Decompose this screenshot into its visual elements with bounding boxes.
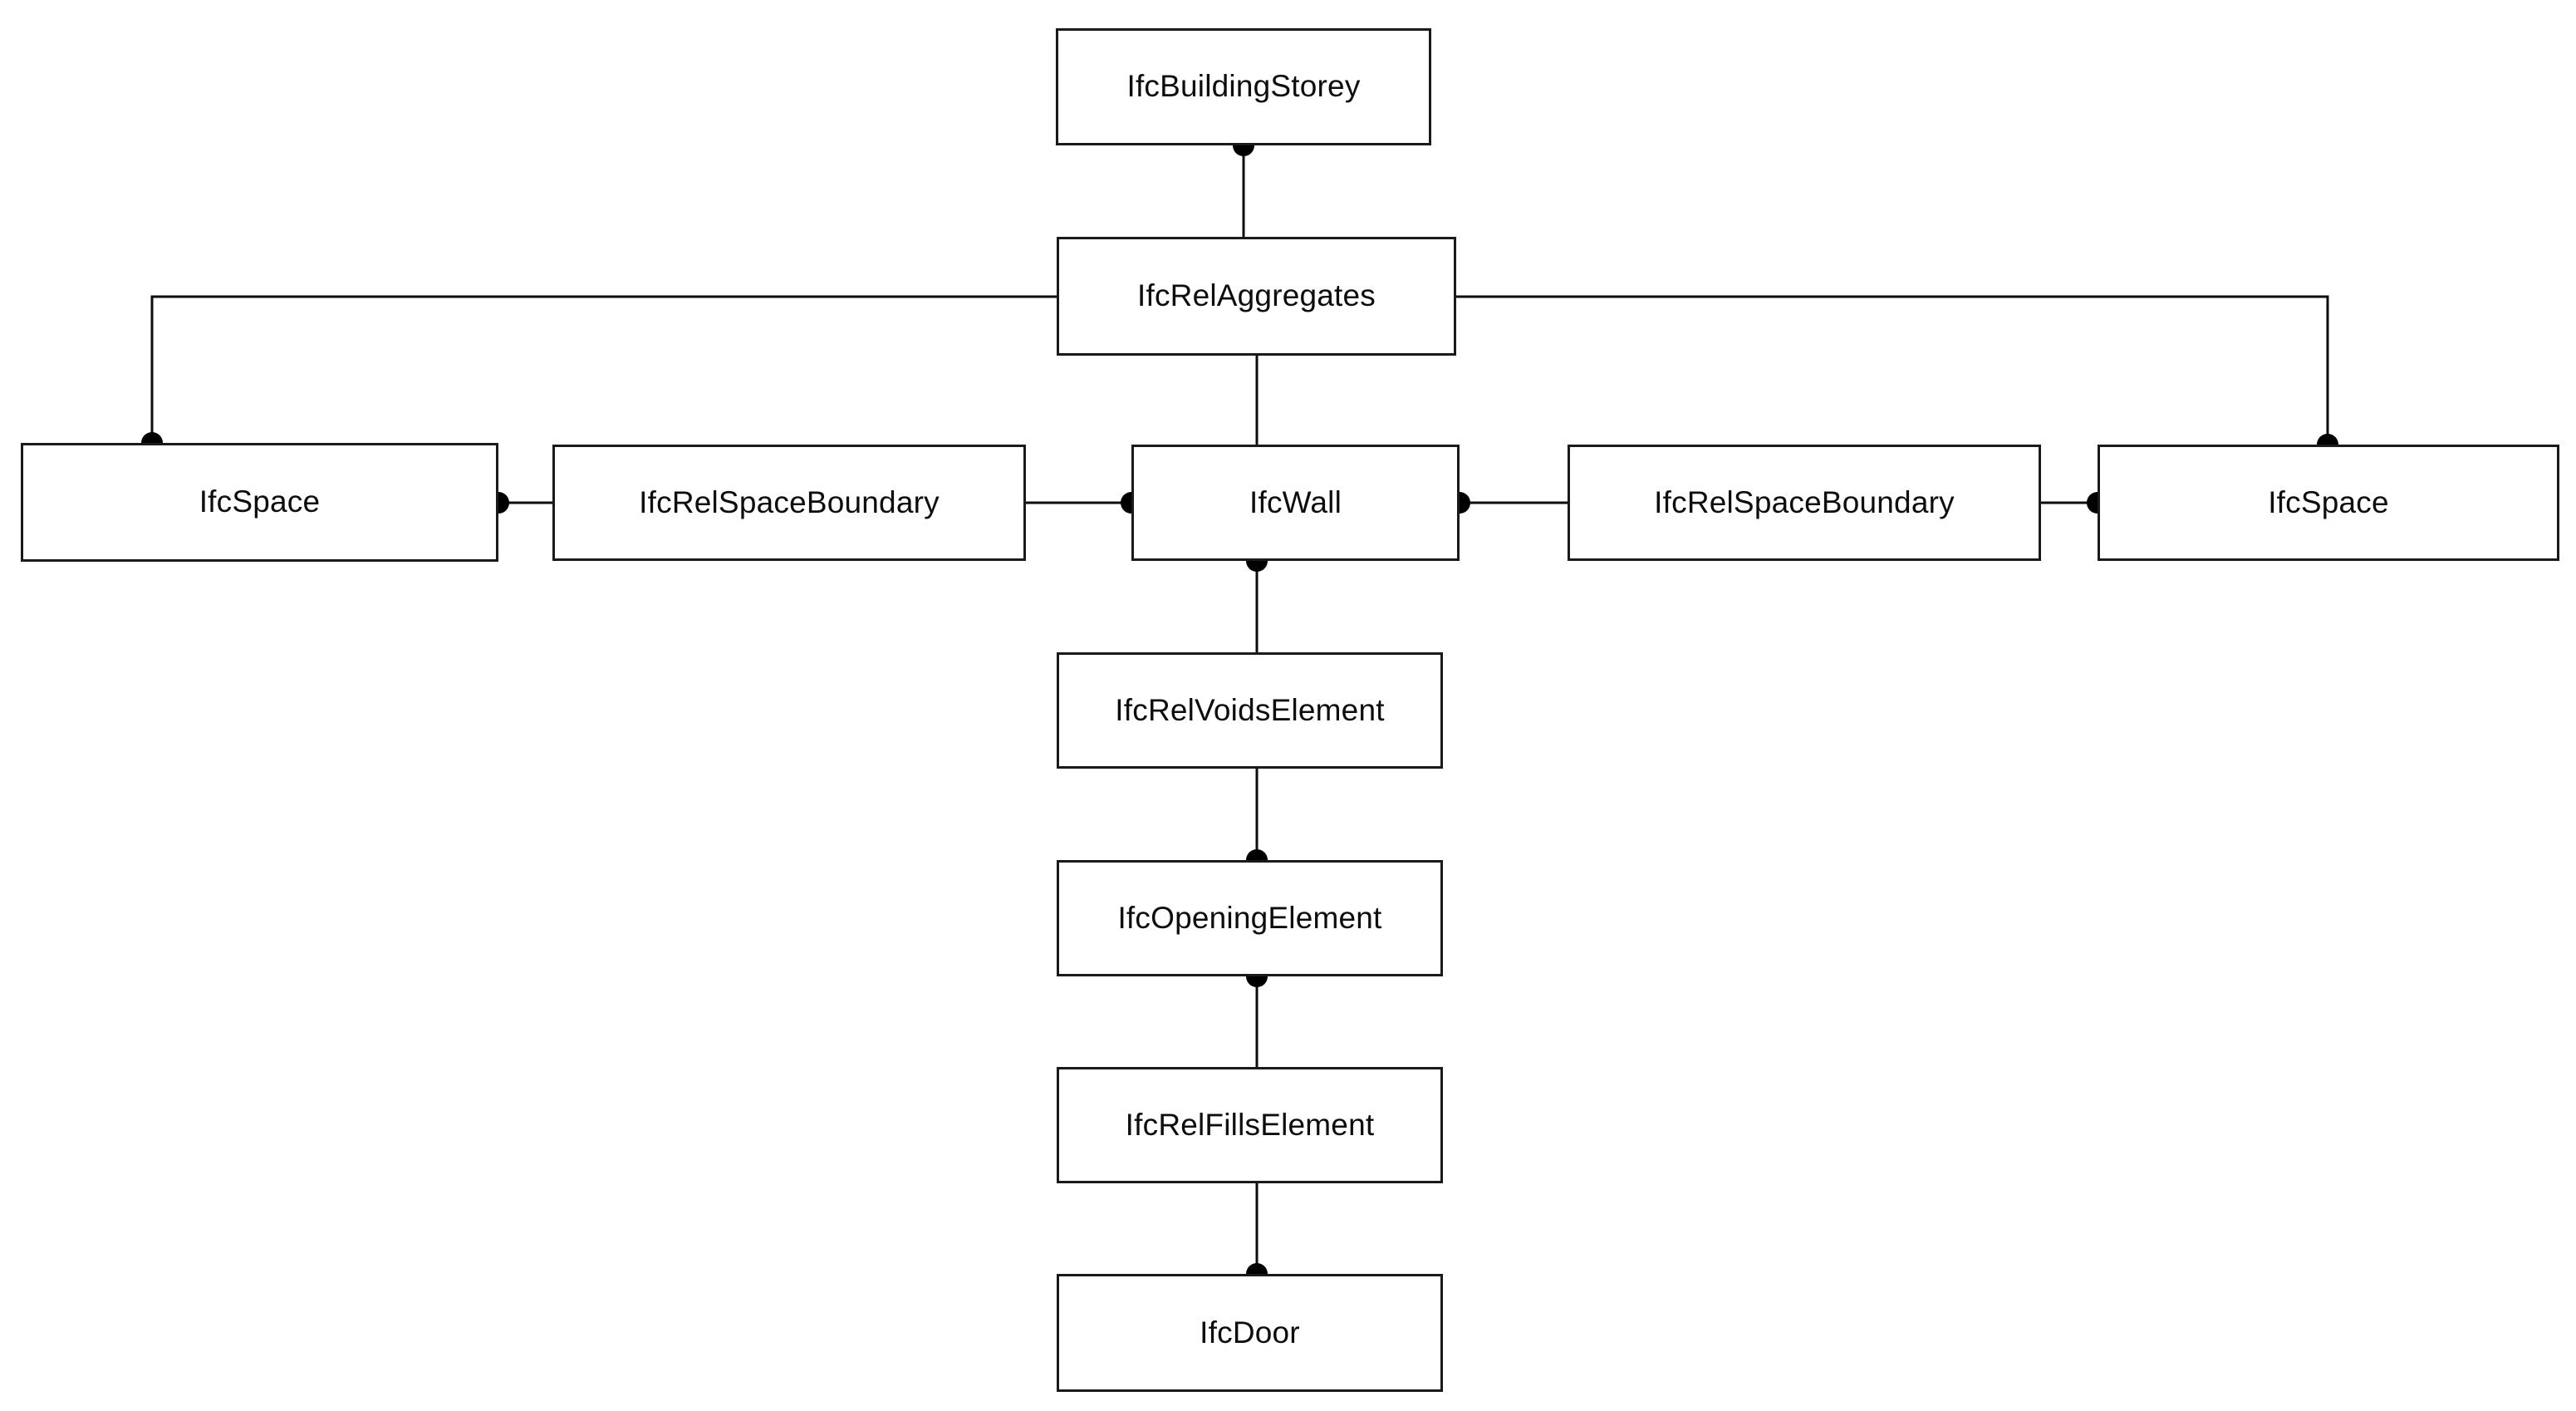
node-ifcspace-left[interactable]: IfcSpace: [21, 443, 498, 562]
node-ifcspace-right[interactable]: IfcSpace: [2098, 445, 2559, 561]
node-label: IfcOpeningElement: [1117, 900, 1382, 935]
node-ifcdoor[interactable]: IfcDoor: [1057, 1274, 1443, 1392]
node-label: IfcRelSpaceBoundary: [639, 484, 940, 519]
edge-boundary-left-to-wall: [1024, 492, 1142, 514]
edge-line: [1455, 295, 2329, 446]
node-label: IfcSpace: [2268, 484, 2389, 519]
node-ifcbuildingstorey[interactable]: IfcBuildingStorey: [1056, 28, 1431, 145]
node-ifcrelfillselement[interactable]: IfcRelFillsElement: [1057, 1067, 1443, 1183]
node-ifcrelspaceboundary-right[interactable]: IfcRelSpaceBoundary: [1568, 445, 2041, 561]
node-label: IfcRelAggregates: [1136, 278, 1376, 313]
edge-opening-to-relfills: [1246, 966, 1268, 1069]
node-label: IfcRelSpaceBoundary: [1654, 484, 1955, 519]
node-ifcrelvoidselement[interactable]: IfcRelVoidsElement: [1057, 652, 1443, 769]
edge-aggregates-to-space-left: [141, 295, 1058, 454]
edge-relfills-to-door: [1246, 1182, 1268, 1285]
edge-aggregates-to-space-right: [1455, 295, 2338, 455]
node-label: IfcRelFillsElement: [1125, 1107, 1375, 1142]
node-ifcwall[interactable]: IfcWall: [1131, 445, 1460, 561]
edge-line: [150, 295, 1058, 445]
node-label: IfcRelVoidsElement: [1115, 692, 1385, 727]
node-ifcrelspaceboundary-left[interactable]: IfcRelSpaceBoundary: [552, 445, 1026, 561]
edge-relvoids-to-opening: [1246, 767, 1268, 871]
edge-wall-to-boundary-right: [1449, 492, 1569, 514]
node-label: IfcSpace: [199, 484, 321, 519]
node-ifcrelaggregates[interactable]: IfcRelAggregates: [1057, 237, 1456, 356]
edge-storey-to-aggregates: [1233, 135, 1254, 238]
node-label: IfcBuildingStorey: [1126, 69, 1361, 104]
node-ifcopeningelement[interactable]: IfcOpeningElement: [1057, 860, 1443, 976]
node-label: IfcWall: [1249, 484, 1342, 519]
node-label: IfcDoor: [1200, 1315, 1300, 1350]
edge-wall-to-relvoids: [1246, 550, 1268, 654]
